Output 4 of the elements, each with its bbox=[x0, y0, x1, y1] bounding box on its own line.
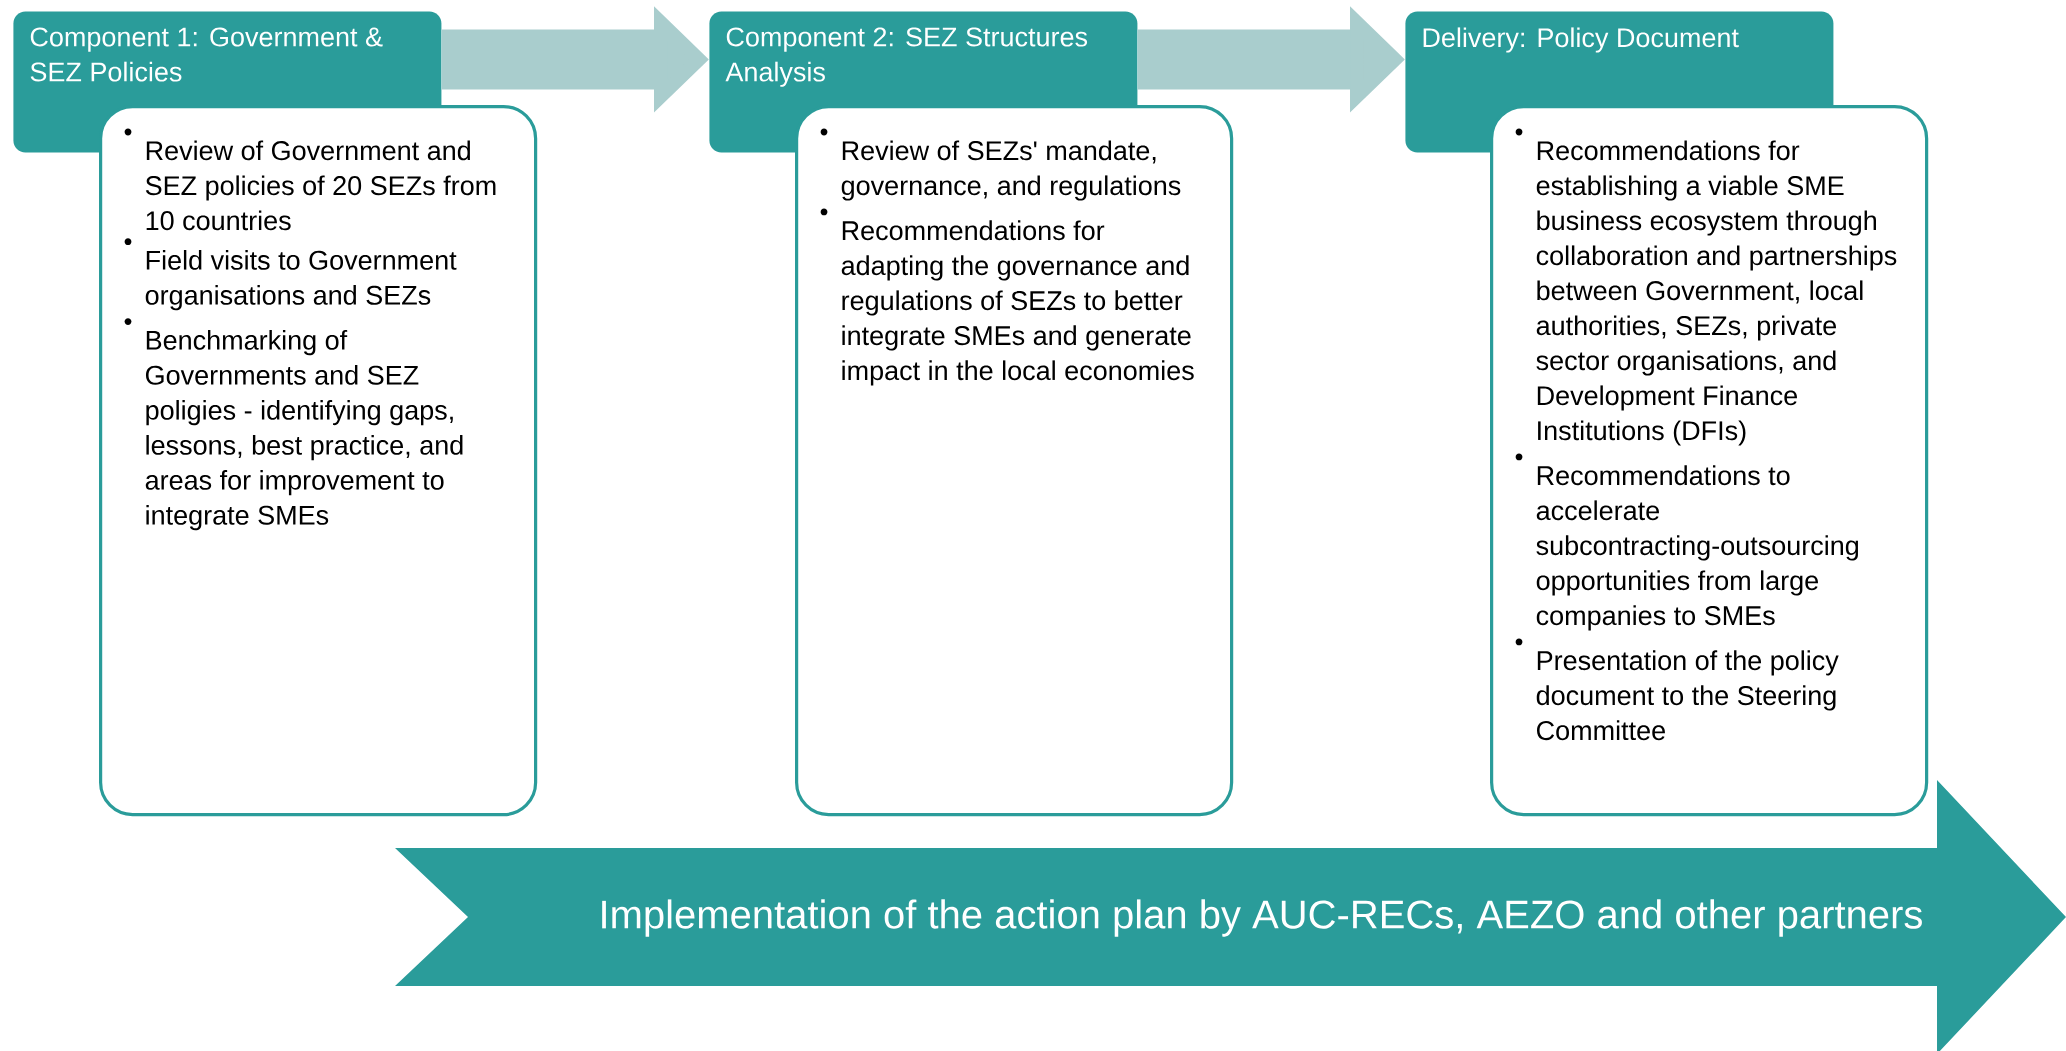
bullet-card: Review of SEZs' mandate, governance, and regulations Recommendations for adapting the governance and regulations of SEZs to better integrate SMEs and generate impact in the local economies bbox=[795, 105, 1234, 817]
chevron-arrow-band: Implementation of the action plan by AUC-RECs, AEZO and other partners bbox=[395, 780, 2066, 1051]
bullet-card: Review of Government and SEZ policies of 20 SEZs from 10 countries Field visits to Government organisations and SEZs Benchmarking of Governments and SEZ poligies - identifying gaps, lessons, best practice, and areas for improvement to integrate SMEs bbox=[99, 105, 538, 817]
bullet-card: Recommendations for establishing a viable SME business ecosystem through collaboration and partnerships between Government, local authorities, SEZs, private sector organisations, and Development Finance Institutions (DFIs) Recommendations to accelerate subcontracting-outsourcing opportunities from large companies to SMEs Presentation of the policy document to the Steering Committee bbox=[1490, 105, 1929, 817]
